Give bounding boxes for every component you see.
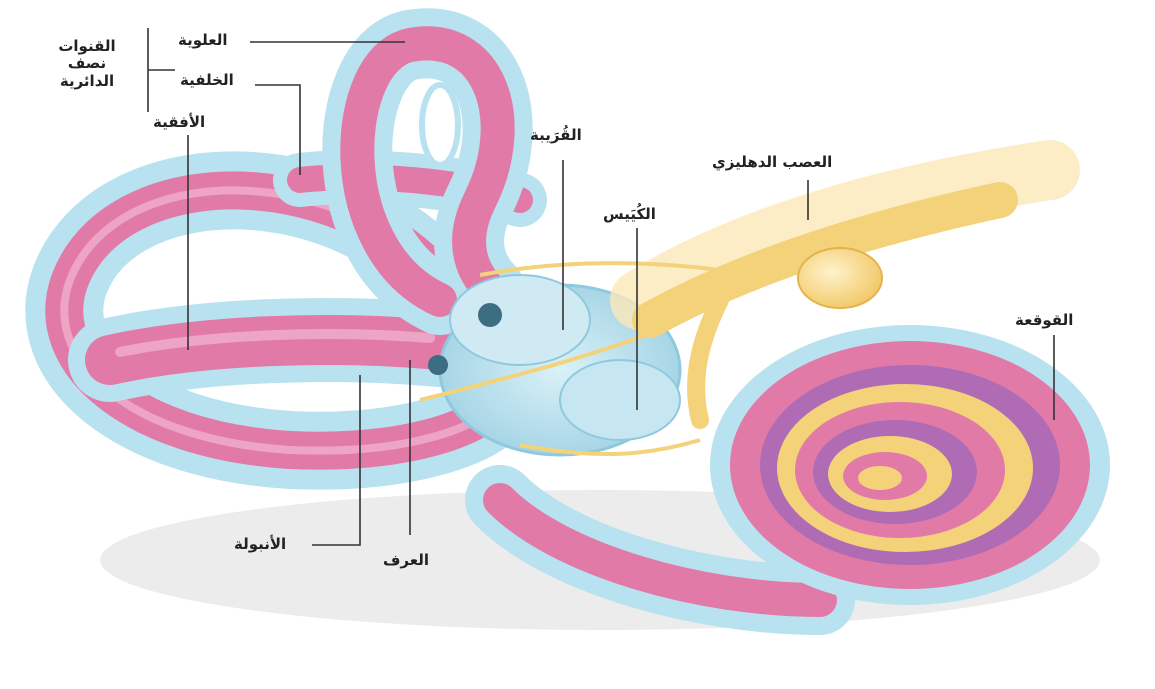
label-saccule: الكُيَيس — [603, 206, 656, 223]
leader-semicircular-bracket — [148, 28, 175, 112]
cochlea-spiral — [710, 325, 1110, 605]
label-semicircular-line-1: القنوات — [32, 38, 142, 55]
label-superior: العلوية — [178, 32, 228, 49]
label-semicircular-canals: القنوات نصف الدائرية — [32, 38, 142, 90]
label-semicircular-line-2: نصف — [32, 55, 142, 72]
label-vestibular-nerve: العصب الدهليزي — [712, 154, 832, 171]
label-semicircular-line-3: الدائرية — [32, 73, 142, 90]
label-ampulla: الأنبولة — [234, 536, 286, 553]
utricle — [450, 275, 590, 365]
label-crista: العرف — [383, 552, 429, 569]
saccule — [560, 360, 680, 440]
lateral-ampulla — [110, 334, 440, 360]
label-lateral: الأفقية — [153, 114, 205, 131]
label-utricle: القُرَيبة — [530, 127, 582, 144]
label-cochlea: القوقعة — [1015, 312, 1073, 329]
label-posterior: الخلفية — [180, 72, 234, 89]
